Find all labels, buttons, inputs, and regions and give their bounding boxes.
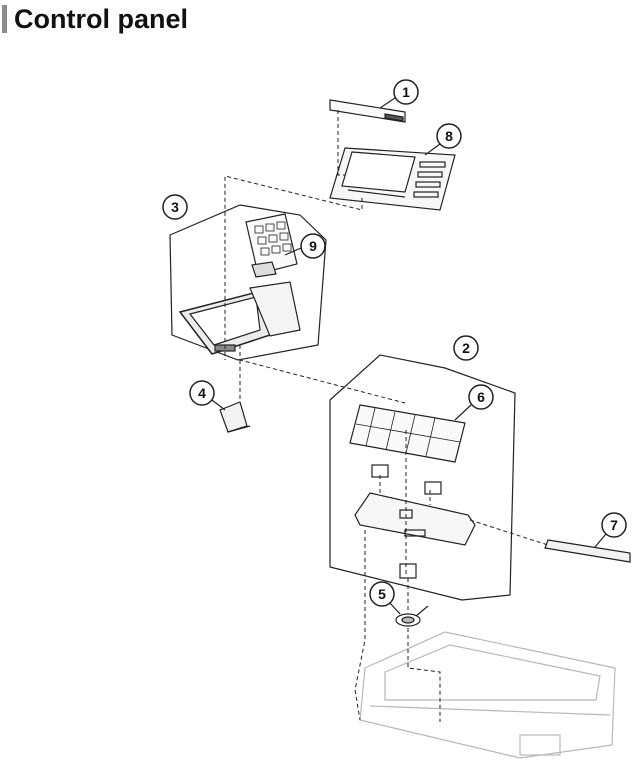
callout-4-label: 4 <box>198 385 206 401</box>
callout-7: 7 <box>594 512 627 548</box>
part-3-assembly-outline <box>169 204 327 361</box>
part-4-cable <box>219 401 251 433</box>
callout-1-label: 1 <box>402 84 410 100</box>
callout-2: 2 <box>453 335 479 361</box>
callout-8-label: 8 <box>445 128 453 144</box>
callout-2-label: 2 <box>462 340 470 356</box>
scanner-base <box>359 631 616 759</box>
callout-5: 5 <box>369 581 401 615</box>
callout-7-label: 7 <box>610 517 618 533</box>
part-2-assembly-outline <box>329 354 516 601</box>
callout-9-label: 9 <box>309 238 317 254</box>
callout-3-label: 3 <box>171 199 179 215</box>
part-3-display <box>178 281 301 355</box>
page-title: Control panel <box>14 3 188 34</box>
part-9-keypad <box>245 213 298 278</box>
part-8-bezel <box>329 147 456 211</box>
spring-clip <box>399 563 417 579</box>
callout-9: 9 <box>284 233 326 259</box>
callout-3: 3 <box>162 194 188 220</box>
callout-8: 8 <box>424 123 462 156</box>
page-title-wrap: Control panel <box>0 2 188 36</box>
connector-lines <box>224 110 549 722</box>
part-1-trim-strip <box>329 99 406 123</box>
clip-right <box>424 481 442 495</box>
callout-5-label: 5 <box>378 586 386 602</box>
part-6-frame <box>349 404 466 463</box>
title-accent-bar <box>2 5 7 33</box>
part-7-side-strip <box>544 539 631 563</box>
callout-6: 6 <box>454 384 494 421</box>
callout-6-label: 6 <box>477 389 485 405</box>
callout-4: 4 <box>189 380 226 411</box>
callout-1: 1 <box>379 79 419 109</box>
part-5-speaker <box>395 605 429 627</box>
part-2-bracket <box>354 492 476 546</box>
